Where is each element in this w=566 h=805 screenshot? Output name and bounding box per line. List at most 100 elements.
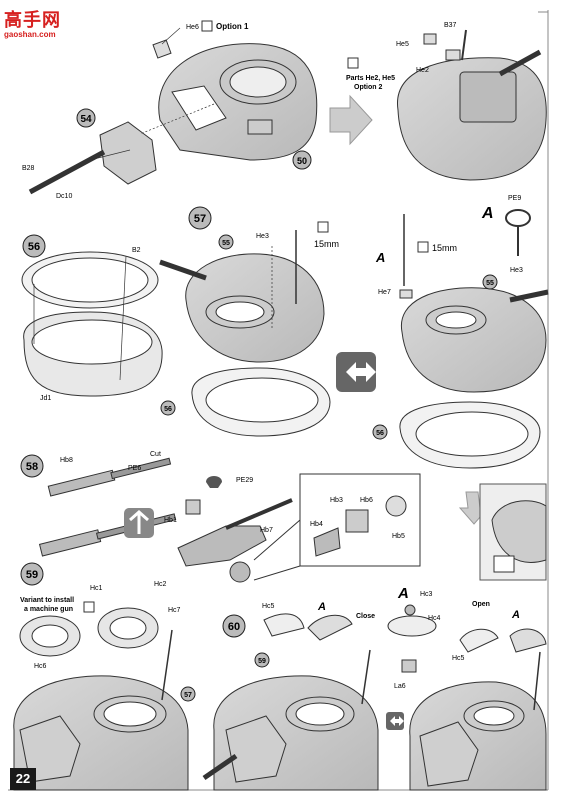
- mantlet-part: [99, 121, 157, 185]
- part-hc7-label: Hc7: [168, 607, 181, 614]
- callout-a-4: A: [397, 585, 409, 602]
- part-hc3-label: Hc3: [420, 591, 433, 598]
- next-arrow-icon: [329, 94, 373, 146]
- step-56-number: 56: [28, 241, 40, 253]
- step-54-number: 54: [80, 114, 92, 125]
- open-label: Open: [472, 601, 490, 608]
- step-59-ref: 59: [258, 658, 266, 665]
- step-56-badge: [22, 234, 46, 258]
- callout-a-1: A: [375, 250, 385, 265]
- cupola-block: [459, 71, 517, 123]
- part-b2-label: B2: [132, 247, 141, 254]
- cut-label: Cut: [150, 451, 161, 458]
- he6-part: [152, 39, 172, 59]
- he5-part: [423, 33, 437, 45]
- mg-assembly: [177, 498, 293, 583]
- part-hb8-label: Hb8: [60, 457, 73, 464]
- part-he5-label: He5: [396, 41, 409, 48]
- part-he2-label: He2: [416, 67, 429, 74]
- step-50-badge: [292, 150, 312, 170]
- callout-a-5: A: [511, 609, 520, 621]
- part-pe6-label: PE6: [128, 465, 141, 472]
- part-pe9-label: PE9: [508, 195, 521, 202]
- part-hc5-label-2: Hc5: [452, 655, 465, 662]
- open-group: Open A Hc5: [409, 601, 547, 791]
- he2-part: [445, 49, 461, 61]
- part-hb7-label: Hb7: [260, 527, 273, 534]
- hatch-detail: A Hc3 Hc4 La6: [386, 585, 441, 730]
- step-54-group: 54 50 He6 Option 1 B28 Dc10: [22, 20, 318, 200]
- turret-body-4: [400, 287, 547, 393]
- measure-15mm-2: 15mm: [432, 243, 457, 253]
- option2-title: Parts He2, He5: [346, 75, 395, 82]
- step-60-group: 60 Hc5 A Close 59: [202, 601, 379, 791]
- page-number: 22: [10, 768, 36, 790]
- step-54-badge: [76, 108, 96, 128]
- part-hb1-label: Hb1: [164, 517, 177, 524]
- part-he6-label: He6: [186, 24, 199, 31]
- step-57-ref: 57: [184, 692, 192, 699]
- mg-detail-inset: Hb3 Hb6 Hb4 Hb5: [253, 473, 421, 581]
- part-b37-label: B37: [444, 22, 457, 29]
- gun-barrel-2: [498, 49, 542, 77]
- part-hb4-label: Hb4: [310, 521, 323, 528]
- pe9-part: [505, 209, 531, 227]
- step-59-number: 59: [26, 569, 38, 581]
- option2-group: B37 He5 He2 Parts He2, He5 Option 2: [346, 22, 547, 181]
- part-pe29-label: PE29: [236, 477, 253, 484]
- site-watermark: 高手网 gaoshan.com: [4, 6, 61, 39]
- side-box: [247, 119, 273, 135]
- step-57-badge: [188, 206, 212, 230]
- step-58-number: 58: [26, 461, 38, 473]
- part-he3-label-2: He3: [510, 267, 523, 274]
- detail-inset: [479, 483, 547, 581]
- step-57-number: 57: [194, 213, 206, 225]
- option2-label: Option 2: [354, 84, 382, 91]
- stretch-icon-2: [417, 241, 429, 253]
- part-hb6-label: Hb6: [360, 497, 373, 504]
- hc3-part: [404, 604, 416, 616]
- step-55-ref: 55: [222, 240, 230, 247]
- step-56-group: 56 B2 Jd1: [21, 234, 163, 402]
- variant-label-2: a machine gun: [24, 606, 73, 613]
- mg-barrel-part: [110, 457, 172, 480]
- part-he3-label: He3: [256, 233, 269, 240]
- part-he7-label: He7: [378, 289, 391, 296]
- part-la6-label: La6: [394, 683, 406, 690]
- part-hc6-label: Hc6: [34, 663, 47, 670]
- orientation-icon: [336, 352, 376, 392]
- hatch-a: [307, 614, 353, 641]
- he7-part: [399, 289, 413, 299]
- step-58-badge: [20, 454, 44, 478]
- part-hc2-label: Hc2: [154, 581, 167, 588]
- part-hc4-label: Hc4: [428, 615, 441, 622]
- part-hb5-label: Hb5: [392, 533, 405, 540]
- watermark-url: gaoshan.com: [4, 30, 56, 39]
- step-59-badge: [20, 562, 44, 586]
- gun-barrel: [28, 149, 106, 195]
- step-56-ref-2: 56: [376, 430, 384, 437]
- option-icon: [201, 20, 213, 32]
- part-hc1-label: Hc1: [90, 585, 103, 592]
- step-60-badge: [222, 614, 246, 638]
- measure-15mm: 15mm: [314, 239, 339, 249]
- variant-label-1: Variant to install: [20, 597, 74, 604]
- b37-part: [461, 29, 467, 61]
- variant-icon: [83, 601, 95, 613]
- part-dc10-label: Dc10: [56, 193, 72, 200]
- step-56-ref: 56: [164, 406, 172, 413]
- option2-icon: [347, 57, 359, 69]
- part-b28-label: B28: [22, 165, 35, 172]
- pe29-part: [206, 476, 222, 488]
- part-hb3-label: Hb3: [330, 497, 343, 504]
- step-60-number: 60: [228, 621, 240, 633]
- step-50-number: 50: [297, 156, 307, 166]
- stretch-icon: [317, 221, 329, 233]
- step-59-group: 59 Variant to install a machine gun Hc6 …: [13, 562, 196, 791]
- step-57-group: 57 55 56 He3 15mm: [159, 206, 339, 437]
- mantlet-opening: [171, 85, 227, 131]
- step-58-group: 58 Hb8 Cut PE6 PE29 Hb1 Hb7: [20, 451, 293, 583]
- mg-body: [47, 469, 116, 497]
- hatch-opening: [229, 66, 287, 98]
